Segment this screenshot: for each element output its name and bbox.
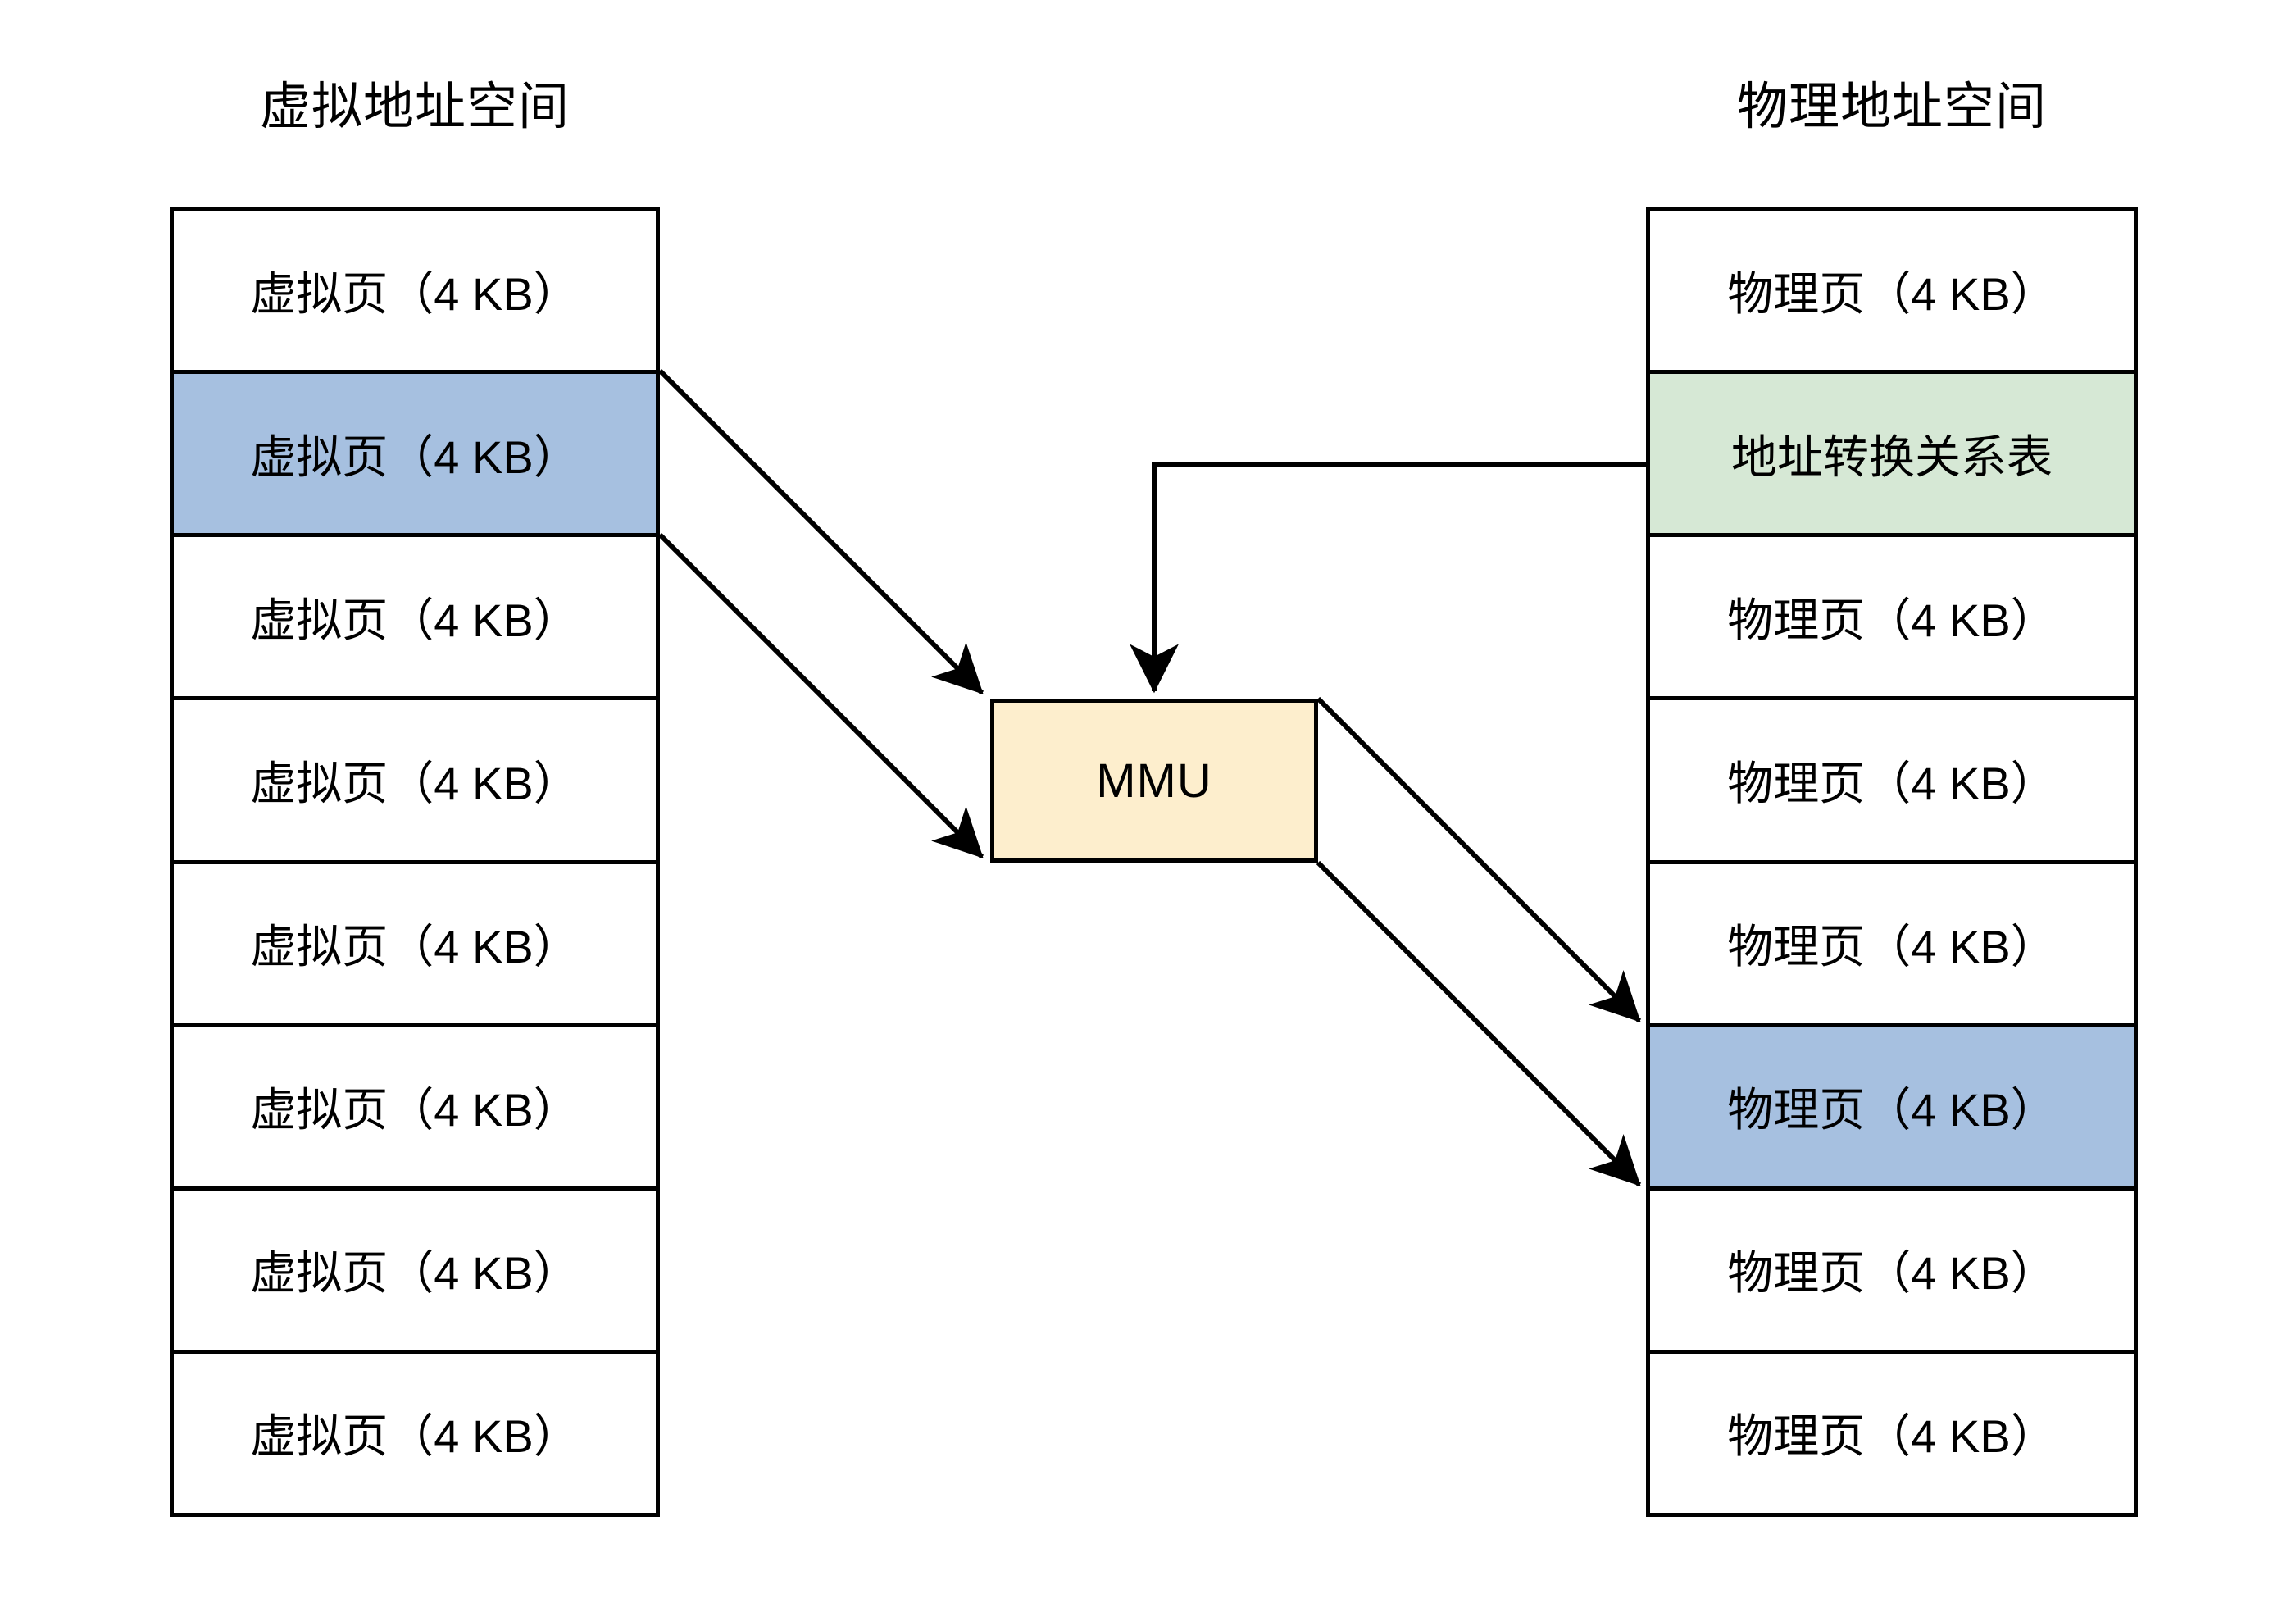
virtual-page-cell: 虚拟页（4 KB） [174,1027,656,1191]
virtual-page-cell: 虚拟页（4 KB） [174,1353,656,1513]
arrow-mmu-to-physical-page-top [1316,696,1642,1023]
virtual-page-cell: 虚拟页（4 KB） [174,537,656,701]
virtual-page-cell: 虚拟页（4 KB） [174,700,656,864]
virtual-page-cell: 虚拟页（4 KB） [174,863,656,1027]
virtual-address-space-column: 虚拟页（4 KB） 虚拟页（4 KB） 虚拟页（4 KB） 虚拟页（4 KB） … [170,207,660,1517]
virtual-address-space-title: 虚拟地址空间 [259,79,570,135]
arrow-mmu-to-physical-page-bottom [1316,860,1642,1187]
arrow-translation-table-to-mmu [1130,462,1646,694]
physical-address-space-column: 物理页（4 KB） 地址转换关系表 物理页（4 KB） 物理页（4 KB） 物理… [1646,207,2138,1517]
physical-page-cell-highlighted: 物理页（4 KB） [1650,1027,2134,1191]
physical-page-cell: 物理页（4 KB） [1650,700,2134,864]
arrow-virtual-page-bottom-to-mmu [657,532,984,859]
physical-page-cell: 物理页（4 KB） [1650,863,2134,1027]
physical-page-cell: 物理页（4 KB） [1650,211,2134,375]
physical-page-cell: 物理页（4 KB） [1650,537,2134,701]
virtual-page-cell: 虚拟页（4 KB） [174,211,656,375]
physical-address-space-title: 物理地址空间 [1736,79,2047,135]
virtual-page-cell: 虚拟页（4 KB） [174,1190,656,1354]
mmu-box: MMU [990,699,1318,863]
physical-page-cell: 物理页（4 KB） [1650,1190,2134,1354]
physical-page-cell: 物理页（4 KB） [1650,1353,2134,1513]
address-translation-table-cell: 地址转换关系表 [1650,374,2134,538]
arrow-virtual-page-top-to-mmu [657,368,984,695]
virtual-page-cell-highlighted: 虚拟页（4 KB） [174,374,656,538]
